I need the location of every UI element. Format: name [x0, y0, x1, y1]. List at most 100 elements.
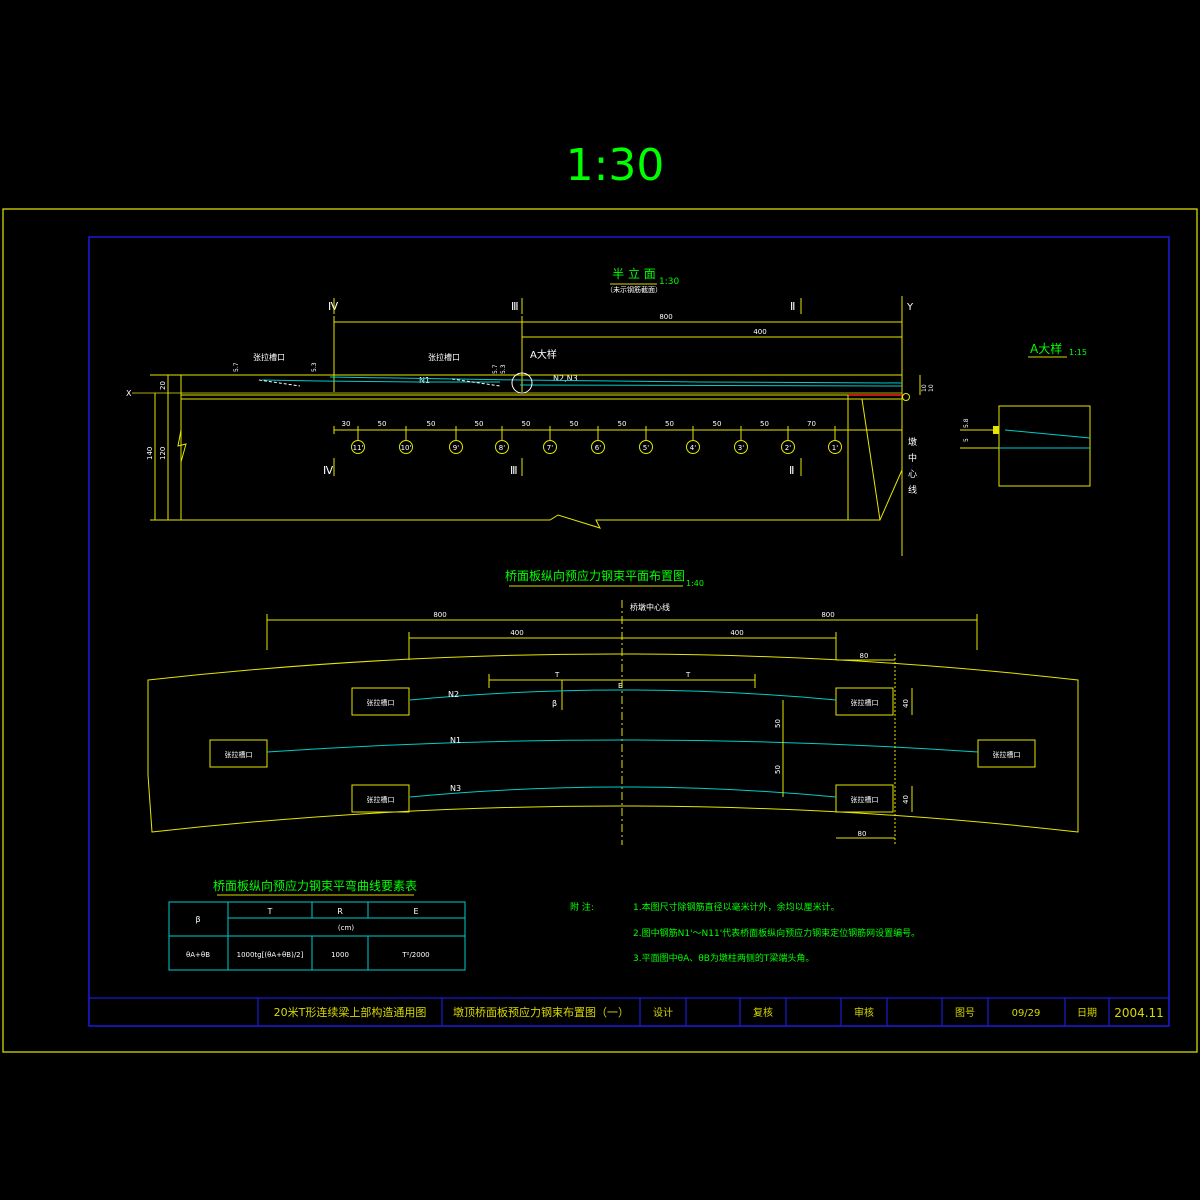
spacing-dim: 30 — [342, 420, 351, 428]
section-mark-iii-bottom: Ⅲ — [510, 464, 518, 477]
tb-date: 2004.11 — [1114, 1006, 1164, 1020]
note-2: 2.图中钢筋N1'～N11'代表桥面板纵向预应力钢束定位钢筋网设置编号。 — [633, 927, 920, 939]
rebar-marker-label: 4' — [690, 444, 696, 452]
deck-slab — [180, 374, 903, 400]
section-mark-iv-bottom: Ⅳ — [323, 464, 334, 477]
plan-n3-label: N3 — [450, 784, 461, 793]
tendon-n3-elev — [519, 384, 903, 387]
notes: 附 注: 1.本图尺寸除钢筋直径以毫米计外，余均以厘米计。 2.图中钢筋N1'～… — [570, 901, 920, 964]
spacing-dim: 50 — [427, 420, 436, 428]
rebar-marker-label: 10' — [401, 444, 412, 452]
rebar-marker-label: 9' — [453, 444, 459, 452]
anchor-label-1: 张拉槽口 — [253, 352, 285, 362]
plan-e-label: E — [618, 682, 622, 690]
anchor-slot-box — [351, 687, 410, 716]
plan-n2-label: N2 — [448, 690, 459, 699]
note-3: 3.平面图中θA、θB为墩柱两侧的T梁端头角。 — [633, 952, 814, 964]
table-header-beta: β — [195, 915, 200, 924]
elevation-subtitle: （未示钢筋截面） — [606, 285, 662, 294]
dim-5-3-a: 5.3 — [311, 362, 318, 372]
rebar-marker-label: 3' — [738, 444, 744, 452]
rebar-marker-label: 7' — [547, 444, 553, 452]
anchor-slot-box — [351, 784, 410, 813]
spacing-dim: 50 — [665, 420, 674, 428]
anchor-slot-label: 张拉槽口 — [993, 750, 1021, 759]
rebar-marker-circle — [351, 440, 365, 454]
tb-review: 复核 — [753, 1006, 773, 1019]
table-title: 桥面板纵向预应力钢束平弯曲线要素表 — [213, 878, 417, 893]
detail-a-ref: A大样 — [530, 348, 557, 361]
plan-dim-80-bottom-text: 80 — [858, 830, 867, 838]
plan-beta: β — [552, 699, 557, 708]
elevation-title: 半 立 面 — [612, 266, 656, 281]
spacing-dim: 50 — [618, 420, 627, 428]
rebar-marker-circle — [828, 440, 842, 454]
plan-n1-label: N1 — [450, 736, 461, 745]
plan-dim-80-top-text: 80 — [860, 652, 869, 660]
plan-centerline-label: 桥墩中心线 — [630, 602, 670, 612]
dim-800: 800 — [659, 313, 672, 321]
detail-a-box — [998, 405, 1091, 487]
detail-a: A大样 1:15 5 5.8 — [960, 341, 1091, 487]
table-cell-beta: θA+θB — [186, 951, 210, 959]
outer-frame — [2, 208, 1198, 1053]
tendon-n2n3-label: N2,N3 — [553, 374, 578, 383]
plan-tendon-n3 — [409, 786, 837, 798]
spacing-dim: 50 — [760, 420, 769, 428]
anchor-slot-label: 张拉槽口 — [851, 698, 879, 707]
note-1: 1.本图尺寸除钢筋直径以毫米计外，余均以厘米计。 — [633, 901, 840, 913]
rebar-marker-circle — [781, 440, 795, 454]
rebar-marker-circle — [686, 440, 700, 454]
plan-dim-right-400: 400 — [730, 629, 743, 637]
plan-dim-50-top: 50 — [774, 719, 782, 728]
title-block: 20米T形连续梁上部构造通用图 墩顶桥面板预应力钢束布置图（一） 设计 复核 审… — [89, 997, 1169, 1026]
rebar-marker-label: 1' — [832, 444, 838, 452]
plan-t-left: T — [554, 671, 560, 679]
dim-140: 140 — [146, 447, 154, 460]
anchor-dash-2 — [451, 378, 501, 387]
anchor-slot-box — [977, 739, 1036, 768]
section-mark-ii-bottom: Ⅱ — [789, 464, 794, 477]
plan-t-right: T — [685, 671, 691, 679]
table-header-e: E — [413, 907, 418, 916]
section-mark-ii-top: Ⅱ — [790, 300, 795, 313]
section-mark-iii-top: Ⅲ — [511, 300, 519, 313]
rebar-marker-label: 5' — [643, 444, 649, 452]
rebar-marker-label: 2' — [785, 444, 791, 452]
dim-400: 400 — [753, 328, 766, 336]
rebar-marker-circle — [399, 440, 413, 454]
plan-view: 桥面板纵向预应力钢束平面布置图 1:40 桥墩中心线 800 800 400 4… — [147, 568, 1079, 845]
detail-a-dim-5: 5 — [963, 438, 970, 442]
rebar-marker-circle — [495, 440, 509, 454]
rebar-marker-circle — [449, 440, 463, 454]
rebar-marker-label: 11' — [353, 444, 364, 452]
anchor-slot-label: 张拉槽口 — [225, 750, 253, 759]
pier-centerline-label: 墩中心线 — [908, 436, 917, 496]
tb-sheet: 09/29 — [1012, 1008, 1041, 1019]
girder-outline — [180, 399, 903, 529]
tendon-n1-elev — [261, 379, 500, 383]
plan-tendon-n2 — [409, 689, 837, 701]
anchor-slot-box — [835, 687, 894, 716]
plan-title: 桥面板纵向预应力钢束平面布置图 — [505, 568, 685, 583]
plan-slab-outline — [147, 653, 1079, 833]
table-cell-t: 1000tg[(θA+θB)/2] — [237, 951, 304, 959]
table-header-t: T — [267, 907, 273, 916]
anchor-slots: 张拉槽口张拉槽口张拉槽口张拉槽口张拉槽口张拉槽口 — [209, 687, 1036, 813]
table-cell-e: T²/2000 — [401, 951, 429, 959]
dim-5-7-b: 5.7 — [492, 364, 499, 374]
anchor-label-2: 张拉槽口 — [428, 352, 460, 362]
elevation-view: 半 立 面 1:30 （未示钢筋截面） Ⅳ Ⅲ Ⅱ Y 800 400 张拉槽口… — [126, 266, 935, 556]
spacing-dim: 50 — [522, 420, 531, 428]
dim-20: 20 — [159, 381, 167, 390]
detail-a-scale: 1:15 — [1069, 348, 1087, 357]
tendon-n1-label: N1 — [419, 376, 430, 385]
rebar-marker-circle — [734, 440, 748, 454]
rebar-marker-label: 8' — [499, 444, 505, 452]
spacing-dim: 50 — [475, 420, 484, 428]
anchor-slot-box — [835, 784, 894, 813]
dim-5-3-b: 5.3 — [500, 364, 507, 374]
anchor-slot-label: 张拉槽口 — [851, 795, 879, 804]
